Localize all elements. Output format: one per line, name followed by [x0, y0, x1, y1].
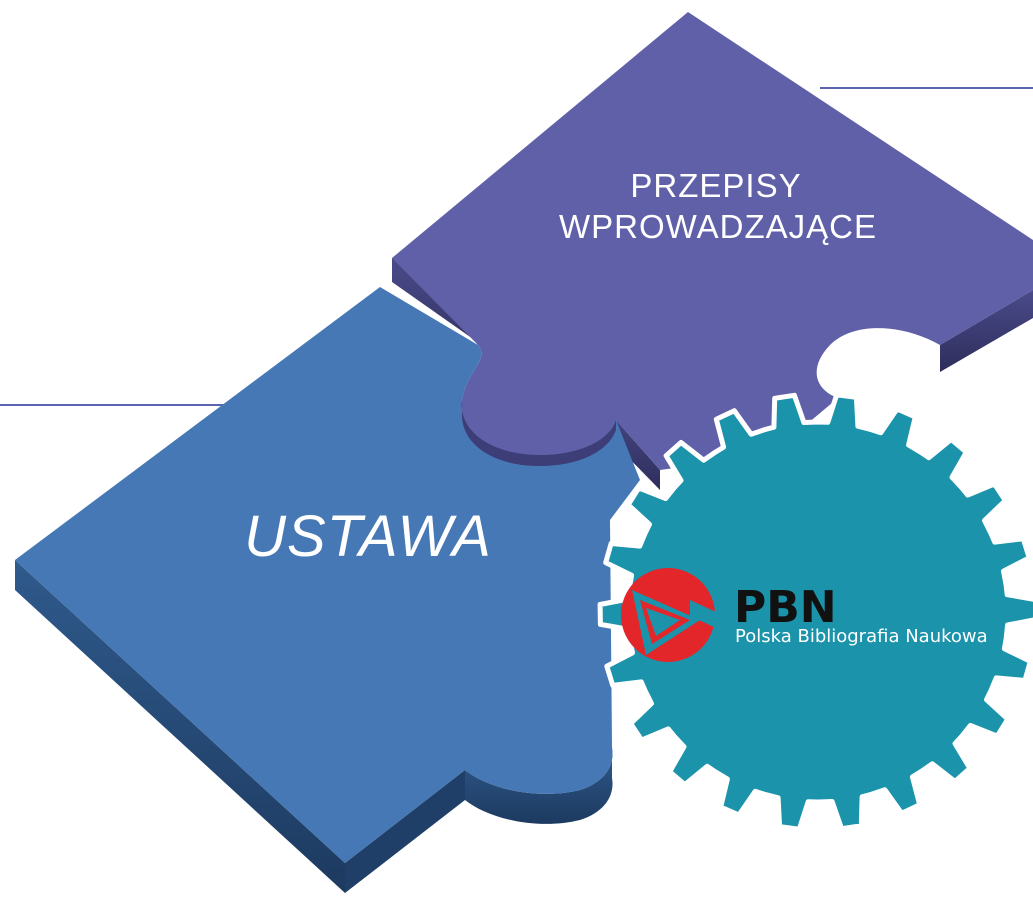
- pbn-title: PBN: [734, 582, 837, 633]
- pbn-gear: [597, 392, 1033, 832]
- puzzle-piece-ustawa: [15, 287, 640, 893]
- pbn-subtitle: Polska Bibliografia Naukowa: [735, 626, 988, 647]
- przepisy-label-line2: WPROWADZAJĄCE: [559, 208, 877, 245]
- pbn-logo: PBN Polska Bibliografia Naukowa: [621, 568, 988, 662]
- puzzle-piece-przepisy: [392, 12, 1033, 490]
- przepisy-label-line1: PRZEPISY: [630, 167, 801, 204]
- ustawa-label: USTAWA: [244, 504, 492, 569]
- pbn-logo-mark-icon: [621, 568, 716, 662]
